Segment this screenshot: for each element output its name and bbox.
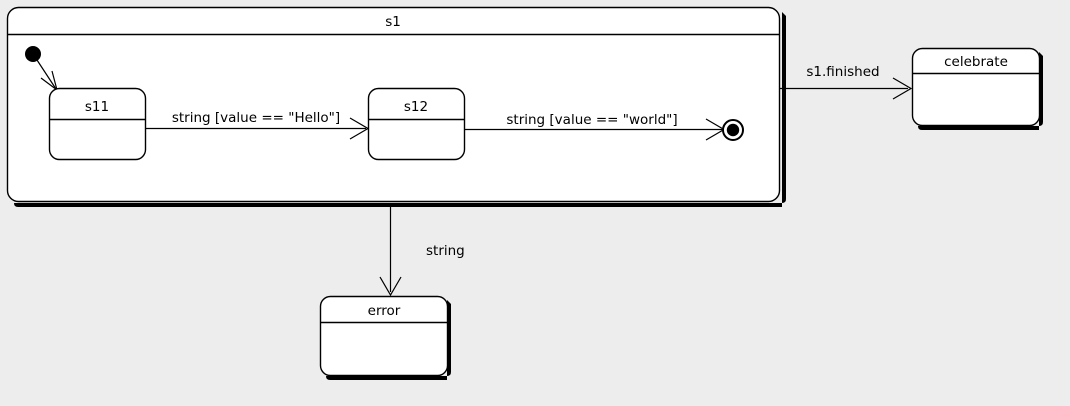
state-error[interactable]: error — [319, 295, 452, 381]
state-celebrate[interactable]: celebrate — [911, 47, 1044, 131]
transition-s12-to-final[interactable]: string [value == "world"] — [465, 112, 726, 141]
transition-s1-to-celebrate[interactable]: s1.finished — [780, 64, 913, 100]
transition-s1-to-error-arrowhead — [379, 276, 402, 297]
composite-state-s1-label: s1 — [385, 14, 401, 30]
state-celebrate-body[interactable] — [911, 47, 1041, 127]
state-s11-label: s11 — [85, 99, 109, 115]
transition-s11-to-s12-label: string [value == "Hello"] — [172, 110, 340, 126]
transition-s1-to-error-label: string — [426, 243, 465, 259]
state-s12-body[interactable] — [367, 87, 466, 161]
state-error-label: error — [368, 303, 401, 319]
state-celebrate-label: celebrate — [944, 54, 1008, 70]
state-error-body[interactable] — [319, 295, 449, 377]
state-s11-body[interactable] — [48, 87, 147, 161]
transition-s12-to-final-label: string [value == "world"] — [506, 112, 677, 128]
transition-initial-to-s11-line[interactable] — [36, 59, 57, 90]
initial-state-dot[interactable] — [25, 46, 41, 62]
final-state[interactable] — [722, 119, 744, 141]
transition-s1-to-error[interactable]: string — [379, 203, 465, 297]
state-s12[interactable]: s12 — [367, 87, 466, 161]
transition-s1-to-celebrate-arrowhead — [892, 77, 913, 100]
state-s12-label: s12 — [404, 99, 428, 115]
final-state-dot — [726, 123, 740, 137]
transition-s1-to-celebrate-label: s1.finished — [806, 64, 879, 80]
state-s11[interactable]: s11 — [48, 87, 147, 161]
